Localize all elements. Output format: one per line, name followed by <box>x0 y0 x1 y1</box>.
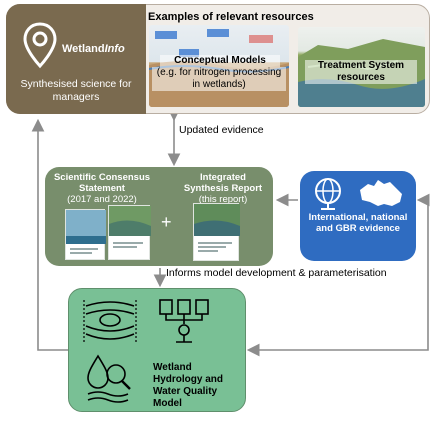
wetland-model-label: Wetland Hydrology and Water Quality Mode… <box>153 362 224 409</box>
australia-map-icon <box>360 180 402 206</box>
flow-lines-icon <box>83 300 137 342</box>
globe-icon <box>315 178 341 210</box>
informs-model-label: Informs model development & parameterisa… <box>166 267 387 279</box>
resources-title: Examples of relevant resources <box>148 11 314 23</box>
synthesis-report-subtitle: (this report) <box>198 194 248 205</box>
synthesis-report-title: Integrated Synthesis Report <box>183 172 263 194</box>
international-evidence-box <box>300 171 416 261</box>
consensus-statement-cover-2022[interactable] <box>108 205 151 260</box>
plus-sign: + <box>161 212 172 232</box>
waves-icon <box>87 391 129 397</box>
international-evidence-label: International, national and GBR evidence <box>308 212 408 234</box>
wetlandinfo-logo: WetlandInfo <box>62 43 125 55</box>
updated-evidence-label: Updated evidence <box>179 124 264 136</box>
wetlandinfo-tagline: Synthesised science for managers <box>20 78 132 103</box>
wetlandinfo-box[interactable] <box>6 4 146 114</box>
synthesis-report-cover[interactable] <box>193 203 240 261</box>
consensus-statement-years: (2017 and 2022) <box>67 194 137 205</box>
location-pin-icon <box>23 22 57 69</box>
international-to-model-arrow <box>246 200 429 357</box>
consensus-statement-cover-2017[interactable] <box>65 209 106 260</box>
consensus-statement-title: Scientific Consensus Statement <box>53 172 151 194</box>
document-gear-icon <box>159 299 209 343</box>
model-to-wetlandinfo-arrow <box>31 118 68 351</box>
conceptual-models-title: Conceptual Models <box>160 55 280 67</box>
water-drop-magnifier-icon <box>87 354 131 403</box>
conceptual-models-subtitle: (e.g. for nitrogen processing in wetland… <box>152 67 286 91</box>
treatment-system-label: Treatment System resources <box>305 60 417 84</box>
